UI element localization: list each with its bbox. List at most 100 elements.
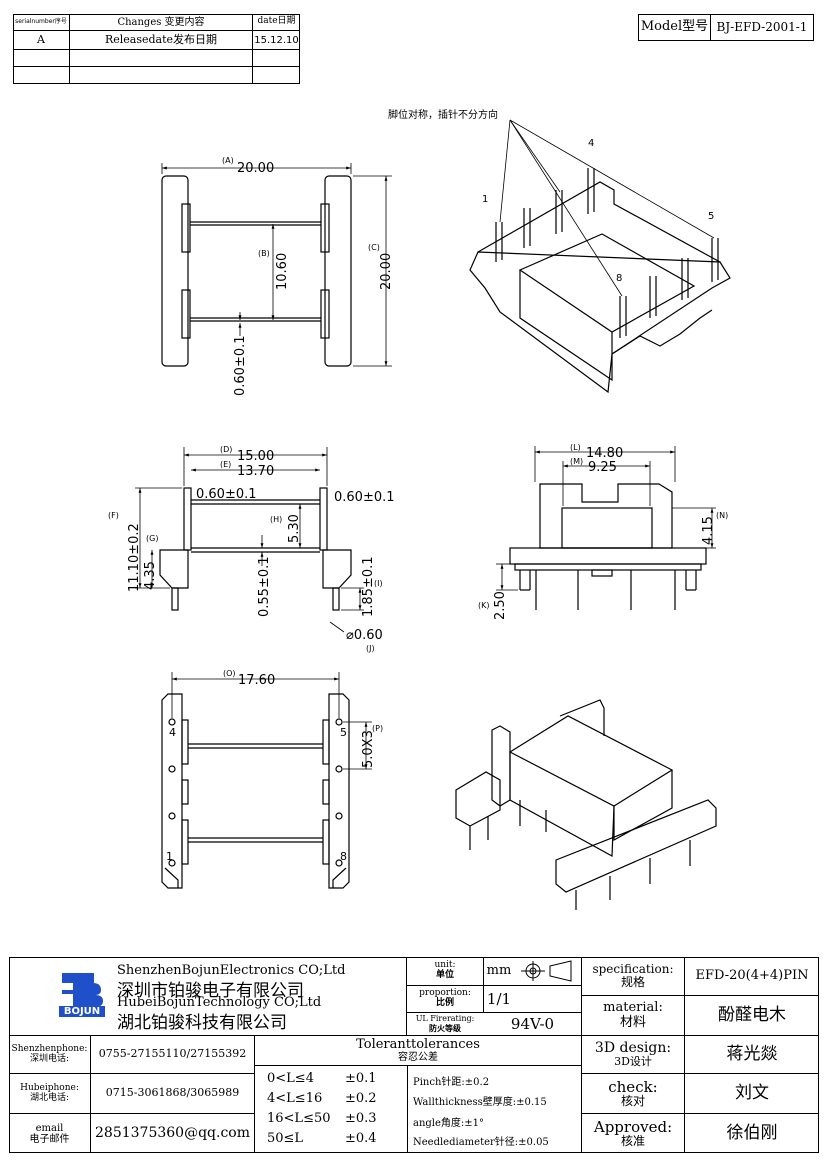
- rev-row1-changes: Releasedate发布日期: [104, 32, 218, 46]
- dim-a-tag: (A): [222, 156, 234, 165]
- email-label-cn: 电子邮件: [29, 1133, 70, 1145]
- pin-label-5: 5: [708, 211, 714, 222]
- dim-b-tag: (B): [258, 249, 270, 258]
- email-label-en: email: [35, 1122, 64, 1134]
- ul-label-en: UL Firerating:: [415, 1014, 475, 1024]
- dim-e-value: 13.70: [237, 464, 274, 479]
- dim-o-tag: (O): [223, 669, 236, 678]
- proportion-label-en: proportion:: [419, 988, 471, 999]
- dim-h-tag: (H): [270, 515, 282, 524]
- dim-f-value: 11.10±0.2: [127, 523, 142, 592]
- dim-k-value: 2.50: [493, 591, 508, 620]
- tolerance-note-1: Wallthickness壁厚度:±0.15: [413, 1097, 547, 1108]
- model-value: BJ-EFD-2001-1: [716, 19, 808, 34]
- title-block-grid: [9, 957, 819, 1153]
- material-label: material: 材料: [582, 996, 684, 1035]
- rev-header-serial: serialnumber序号: [15, 17, 67, 25]
- dim-n-tag: (N): [716, 511, 728, 520]
- pin-label-4: 4: [588, 138, 594, 149]
- dim-h-value: 5.30: [287, 514, 302, 543]
- unit-label: unit: 单位: [407, 957, 483, 985]
- unit-label-cn: 单位: [435, 970, 454, 980]
- sz-phone-value: 0755-27155110/27155392: [98, 1047, 247, 1061]
- bottom-pin-1: 1: [166, 850, 173, 863]
- bottom-pin-4: 4: [169, 726, 176, 739]
- logo-mark: [62, 973, 103, 1007]
- dim-e-tag: (E): [220, 460, 231, 469]
- design-value: 蒋光燚: [726, 1044, 778, 1065]
- check-label: check: 核对: [582, 1074, 684, 1113]
- dim-m-value: 9.25: [588, 460, 617, 475]
- tolerance-note-0: Pinch针距:±0.2: [413, 1077, 490, 1088]
- tolerance-range-2: 16<L≤50: [267, 1111, 331, 1126]
- company-logo: BOJUN: [59, 971, 105, 1017]
- dim-wall-left: 0.60±0.1: [196, 487, 257, 502]
- tolerance-value-1: ±0.2: [345, 1091, 377, 1106]
- logo-text: BOJUN: [59, 1006, 105, 1017]
- tolerance-range-0: 0<L≤4: [267, 1071, 314, 1086]
- hb-phone-label-cn: 湖北电话:: [29, 1092, 70, 1103]
- dim-b-value: 10.60: [275, 253, 290, 290]
- sz-phone-label: Shenzhenphone: 深圳电话:: [9, 1036, 90, 1073]
- tolerances-title-cn: 容忍公差: [398, 1052, 438, 1064]
- dim-d-tag: (D): [220, 445, 232, 454]
- proportion-value: 1/1: [486, 989, 512, 1008]
- dim-f-tag: (F): [108, 511, 119, 520]
- dim-g-tag: (G): [146, 534, 158, 543]
- tolerances-title: Toleranttolerances 容忍公差: [255, 1036, 581, 1065]
- spec-label-cn: 规格: [620, 975, 645, 989]
- dim-j-value: ⌀0.60: [346, 628, 383, 643]
- tolerance-note-3: Needlediameter针径:±0.05: [413, 1137, 549, 1148]
- hb-phone-value: 0715-3061868/3065989: [105, 1086, 240, 1100]
- check-value: 刘文: [735, 1083, 769, 1104]
- tolerance-value-2: ±0.3: [345, 1111, 377, 1126]
- dim-p-value: 5.0X3: [361, 730, 376, 768]
- pin-label-1: 1: [482, 194, 488, 205]
- hb-phone-label-en: Hubeiphone:: [20, 1082, 79, 1093]
- material-label-cn: 材料: [619, 1014, 646, 1030]
- side-view: [135, 447, 364, 633]
- bottom-pin-5: 5: [340, 726, 347, 739]
- ul-value: 94V-0: [510, 1014, 555, 1033]
- dim-l-tag: (L): [570, 443, 581, 452]
- revision-table-grid: [13, 14, 300, 84]
- dim-k-tag: (K): [478, 601, 490, 610]
- approved-label-cn: 核准: [620, 1134, 645, 1149]
- dim-o-value: 17.60: [238, 673, 275, 688]
- rev-row1-date: 15.12.10: [254, 34, 299, 46]
- proportion-label: proportion: 比例: [407, 986, 483, 1012]
- dim-m-tag: (M): [570, 457, 583, 466]
- bottom-pin-8: 8: [340, 850, 347, 863]
- technical-drawing: 脚位对称，插针不分方向 1 4 5 8 (A) 20.00 (B) 10.60 …: [108, 108, 731, 910]
- dim-g-value: 4.35: [143, 561, 158, 590]
- spec-label: specification: 规格: [582, 957, 684, 995]
- approved-label-en: Approved:: [593, 1117, 673, 1136]
- model-box: Model型号 BJ-EFD-2001-1: [638, 14, 814, 41]
- design-label-cn: 3D设计: [614, 1055, 652, 1069]
- ul-label: UL Firerating: 防火等级: [407, 1013, 483, 1035]
- ul-label-cn: 防火等级: [429, 1023, 461, 1033]
- rev-row1-serial: A: [37, 32, 45, 46]
- bottom-view: [161, 672, 372, 889]
- tolerances-title-en: Toleranttolerances: [356, 1036, 480, 1052]
- dim-j-tag: (J): [366, 644, 375, 653]
- spec-label-en: specification:: [592, 961, 674, 976]
- annotation-text: 脚位对称，插针不分方向: [388, 108, 498, 121]
- design-label: 3D design: 3D设计: [582, 1036, 684, 1073]
- dim-d-value: 15.00: [237, 449, 274, 464]
- company-name-cn-1: 深圳市铂骏电子有限公司: [117, 981, 304, 1001]
- design-label-en: 3D design:: [594, 1039, 672, 1056]
- email-label: email 电子邮件: [9, 1114, 90, 1153]
- front-view: [496, 446, 716, 610]
- dim-i-tag: (I): [374, 579, 383, 588]
- tolerance-range-1: 4<L≤16: [267, 1091, 323, 1106]
- unit-label-en: unit:: [434, 960, 456, 971]
- spec-value: EFD-20(4+4)PIN: [695, 967, 809, 983]
- rev-header-date: date日期: [257, 16, 296, 27]
- tolerance-note-2: angle角度:±1°: [413, 1118, 485, 1129]
- dim-bottom-tol: 0.60±0.1: [233, 335, 248, 396]
- dim-c-value: 20.00: [379, 253, 394, 290]
- company-name-cn-2: 湖北铂骏科技有限公司: [117, 1013, 287, 1033]
- dim-wall-right: 0.60±0.1: [334, 490, 395, 505]
- material-value: 酚醛电木: [718, 1005, 786, 1026]
